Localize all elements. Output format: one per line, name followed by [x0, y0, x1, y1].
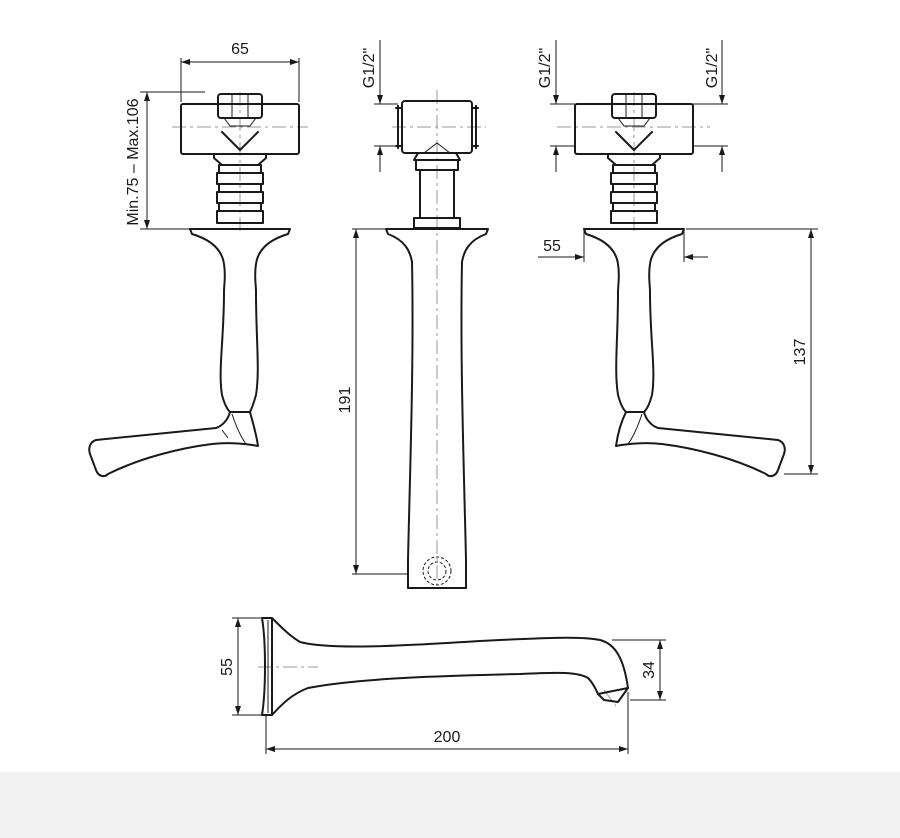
technical-drawing-area: 65 Min.75 – Max.106 G1/2" G1/2" G1/2" 55… — [88, 40, 818, 754]
dimension-lines — [140, 40, 818, 754]
dim-label-spout-tip: 34 — [641, 661, 658, 679]
dim-label-handle-height: 137 — [792, 339, 809, 366]
footer-band — [0, 772, 900, 838]
spout-front-view — [385, 90, 489, 589]
dim-label-thread-spout: G1/2" — [361, 48, 378, 88]
dim-label-spout-length: 200 — [434, 729, 461, 746]
dim-label-thread-right-right: G1/2" — [704, 48, 721, 88]
left-handle-valve — [88, 92, 308, 478]
dimension-labels: 65 Min.75 – Max.106 G1/2" G1/2" G1/2" 55… — [125, 41, 809, 746]
dim-label-spout-flange: 55 — [219, 658, 236, 676]
dim-label-spout-height: 191 — [337, 387, 354, 414]
dim-label-handle-width: 65 — [231, 41, 249, 58]
dim-label-thread-right-left: G1/2" — [537, 48, 554, 88]
dim-label-flange-width: 55 — [543, 238, 561, 255]
dim-label-handle-height-range: Min.75 – Max.106 — [125, 98, 142, 225]
right-handle-valve — [557, 92, 786, 478]
faucet-technical-drawing: 65 Min.75 – Max.106 G1/2" G1/2" G1/2" 55… — [88, 40, 818, 754]
spout-side-view — [258, 617, 629, 716]
